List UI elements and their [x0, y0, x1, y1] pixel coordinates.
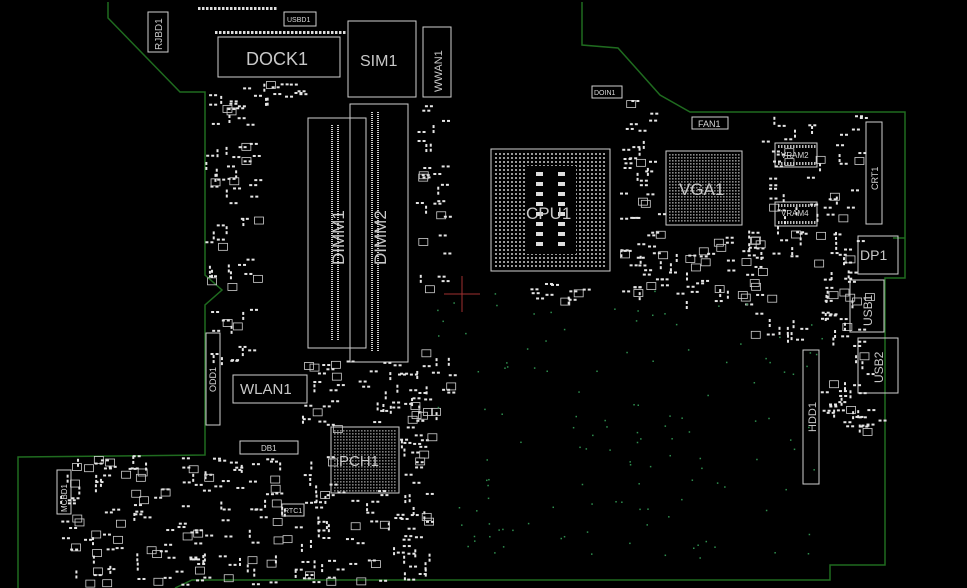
wwan1-connector: WWAN1: [422, 26, 452, 98]
sim1-label: SIM1: [360, 53, 397, 70]
fan1-connector: FAN1: [691, 116, 729, 130]
vram2-label: VRAM2: [781, 151, 809, 160]
vga1-label: VGA1: [679, 180, 724, 199]
dimm1-label: DIMM1: [329, 210, 348, 265]
vga1-chip: VGA1: [665, 150, 743, 226]
doin1-label: DOIN1: [594, 90, 616, 97]
doin1-connector: DOIN1: [591, 85, 623, 99]
hdd1-connector: HDD1: [802, 349, 820, 485]
fan1-label: FAN1: [698, 119, 721, 129]
passive-components: [60, 81, 887, 588]
top-pad-row: [198, 7, 346, 34]
cpu1-socket: CPU1: [490, 148, 611, 272]
dimm1-slot: DIMM1: [307, 117, 367, 349]
wwan1-label: WWAN1: [433, 50, 445, 92]
rtc1-connector: RTC1: [281, 503, 305, 517]
mcbd1-connector: MCBD1: [56, 469, 72, 515]
usbd1-label: USBD1: [287, 17, 310, 24]
usb2-label: USB2: [872, 351, 886, 383]
odd1-connector: ODD1: [205, 332, 221, 426]
cpu1-label: CPU1: [526, 204, 571, 223]
dp1-connector: DP1: [857, 235, 899, 275]
usb2-connector: USB2: [857, 337, 899, 394]
rjbd1-connector: RJBD1: [147, 11, 169, 53]
wlan1-label: WLAN1: [240, 381, 292, 398]
usb1-label: USB1: [861, 294, 875, 326]
odd1-label: ODD1: [208, 367, 218, 392]
dock1-label: DOCK1: [246, 49, 308, 69]
db1-label: DB1: [261, 444, 277, 453]
dimm2-slot: DIMM2: [349, 103, 409, 363]
vram4-label: VRAM4: [781, 209, 809, 218]
crt1-connector: CRT1: [865, 121, 883, 225]
hdd1-label: HDD1: [807, 402, 819, 432]
dimm2-label: DIMM2: [371, 210, 390, 265]
pch1-chip: PCH1: [330, 426, 400, 494]
wlan1-connector: WLAN1: [232, 374, 308, 404]
crt1-label: CRT1: [870, 167, 880, 190]
sim1-connector: SIM1: [347, 20, 417, 98]
usbd1-connector: USBD1: [283, 11, 317, 27]
rtc1-label: RTC1: [284, 508, 302, 515]
db1-connector: DB1: [239, 440, 299, 455]
pch1-label: PCH1: [339, 453, 379, 470]
via-dots: [437, 290, 823, 559]
dock1-connector: DOCK1: [217, 36, 341, 78]
vram2-chip: VRAM2: [774, 142, 818, 168]
rjbd1-label: RJBD1: [154, 18, 165, 50]
origin-crosshair: [444, 276, 480, 312]
usb1-connector: USB1: [849, 279, 885, 333]
dp1-label: DP1: [860, 247, 887, 263]
mcbd1-label: MCBD1: [60, 483, 69, 512]
